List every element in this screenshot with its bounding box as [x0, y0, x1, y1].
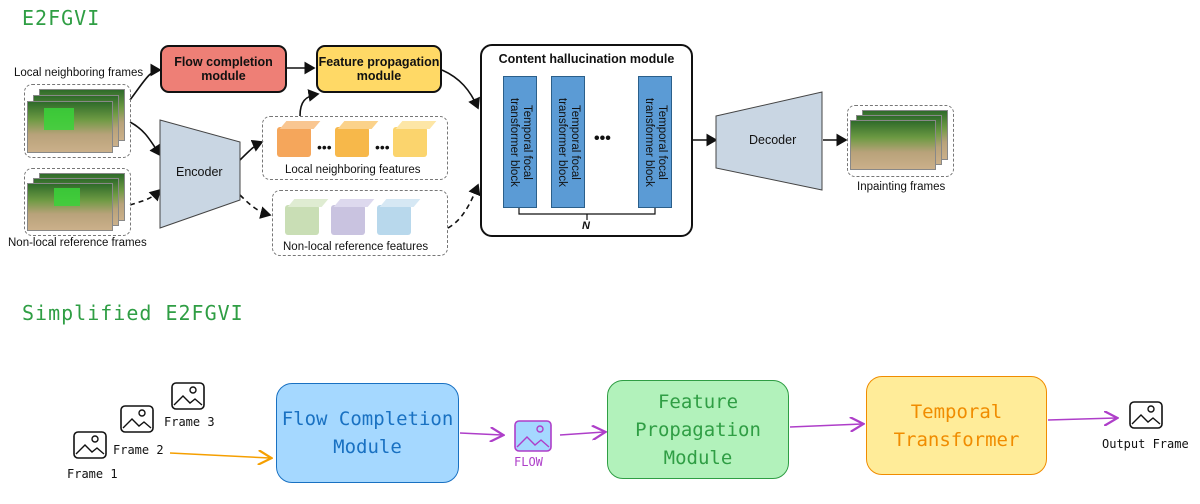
label-flow: FLOW — [514, 455, 543, 469]
label-n: N — [582, 220, 590, 232]
content-hallucination-module: Content hallucination module Temporal fo… — [480, 44, 693, 237]
feature-cube — [331, 205, 365, 235]
image-icon — [73, 431, 107, 459]
transformer-block-n: Temporal focal transformer block — [638, 76, 672, 208]
feature-cube — [285, 205, 319, 235]
label-frame-2: Frame 2 — [113, 443, 164, 457]
local-frames-group — [24, 84, 131, 158]
flow-completion-module: Flow completion module — [160, 45, 287, 93]
arrow-encoder-to-nonlocal-features — [239, 194, 272, 219]
mask-overlay — [44, 108, 74, 130]
arrow-propagation-to-hallucination — [441, 69, 480, 110]
image-icon — [171, 382, 205, 410]
mask-overlay — [54, 188, 80, 206]
temporal-transformer-simplified: Temporal Transformer — [866, 376, 1047, 475]
inpainting-frames-group — [847, 105, 954, 177]
label-inpainting-frames: Inpainting frames — [857, 181, 946, 193]
top-connectors — [129, 61, 848, 229]
local-features-group: ••• ••• Local neighboring features — [262, 116, 448, 180]
arrow-frames-to-flow — [129, 63, 162, 101]
arrow-nonlocal-to-encoder — [129, 188, 162, 206]
label-nonlocal-reference-features: Non-local reference features — [283, 241, 429, 253]
section-title-e2fgvi: E2FGVI — [22, 6, 101, 30]
flow-image-icon — [514, 420, 552, 452]
arrow-propagation-to-transformer — [789, 424, 862, 427]
encoder-shape — [159, 119, 241, 229]
ellipsis: ••• — [594, 130, 611, 147]
label-local-neighboring-features: Local neighboring features — [285, 164, 421, 176]
feature-propagation-module-simplified: Feature Propagation Module — [607, 380, 789, 479]
label-nonlocal-reference-frames: Non-local reference frames — [8, 237, 147, 249]
feature-cube — [377, 205, 411, 235]
transformer-block-1: Temporal focal transformer block — [503, 76, 537, 208]
nonlocal-features-group: Non-local reference features — [272, 190, 448, 256]
arrow-flow-to-feature-propagation — [559, 432, 604, 435]
arrow-flow-completion-to-flow — [459, 433, 502, 435]
frame-image-front — [27, 183, 113, 231]
arrow-local-features-to-propagation — [299, 89, 320, 117]
frame-image-front — [27, 101, 113, 153]
arrow-transformer-to-output — [1047, 418, 1116, 420]
arrow-nonlocal-features-to-hallucination — [447, 183, 481, 229]
label-content-hallucination: Content hallucination module — [498, 52, 675, 66]
bottom-connectors — [169, 360, 1200, 504]
transformer-block-2: Temporal focal transformer block — [551, 76, 585, 208]
label-decoder: Decoder — [749, 133, 797, 147]
image-icon — [120, 405, 154, 433]
flow-completion-module-simplified: Flow Completion Module — [276, 383, 459, 483]
feature-propagation-module: Feature propagation module — [316, 45, 442, 93]
arrow-encoder-to-local-features — [239, 139, 264, 161]
label-encoder: Encoder — [176, 165, 223, 179]
feature-cube — [335, 127, 369, 157]
label-frame-3: Frame 3 — [164, 415, 215, 429]
nonlocal-frames-group — [24, 168, 131, 236]
feature-cube — [277, 127, 311, 157]
decoder-shape — [715, 91, 823, 191]
frame-image-front — [850, 120, 936, 170]
section-title-simplified: Simplified E2FGVI — [22, 301, 244, 325]
image-icon — [1129, 401, 1163, 429]
feature-cube — [393, 127, 427, 157]
label-frame-1: Frame 1 — [67, 467, 118, 481]
arrow-local-to-encoder — [129, 121, 161, 157]
arrow-frames-to-flow-completion — [169, 453, 270, 458]
label-output-frame: Output Frame — [1102, 437, 1189, 451]
label-local-neighboring-frames: Local neighboring frames — [14, 67, 144, 79]
